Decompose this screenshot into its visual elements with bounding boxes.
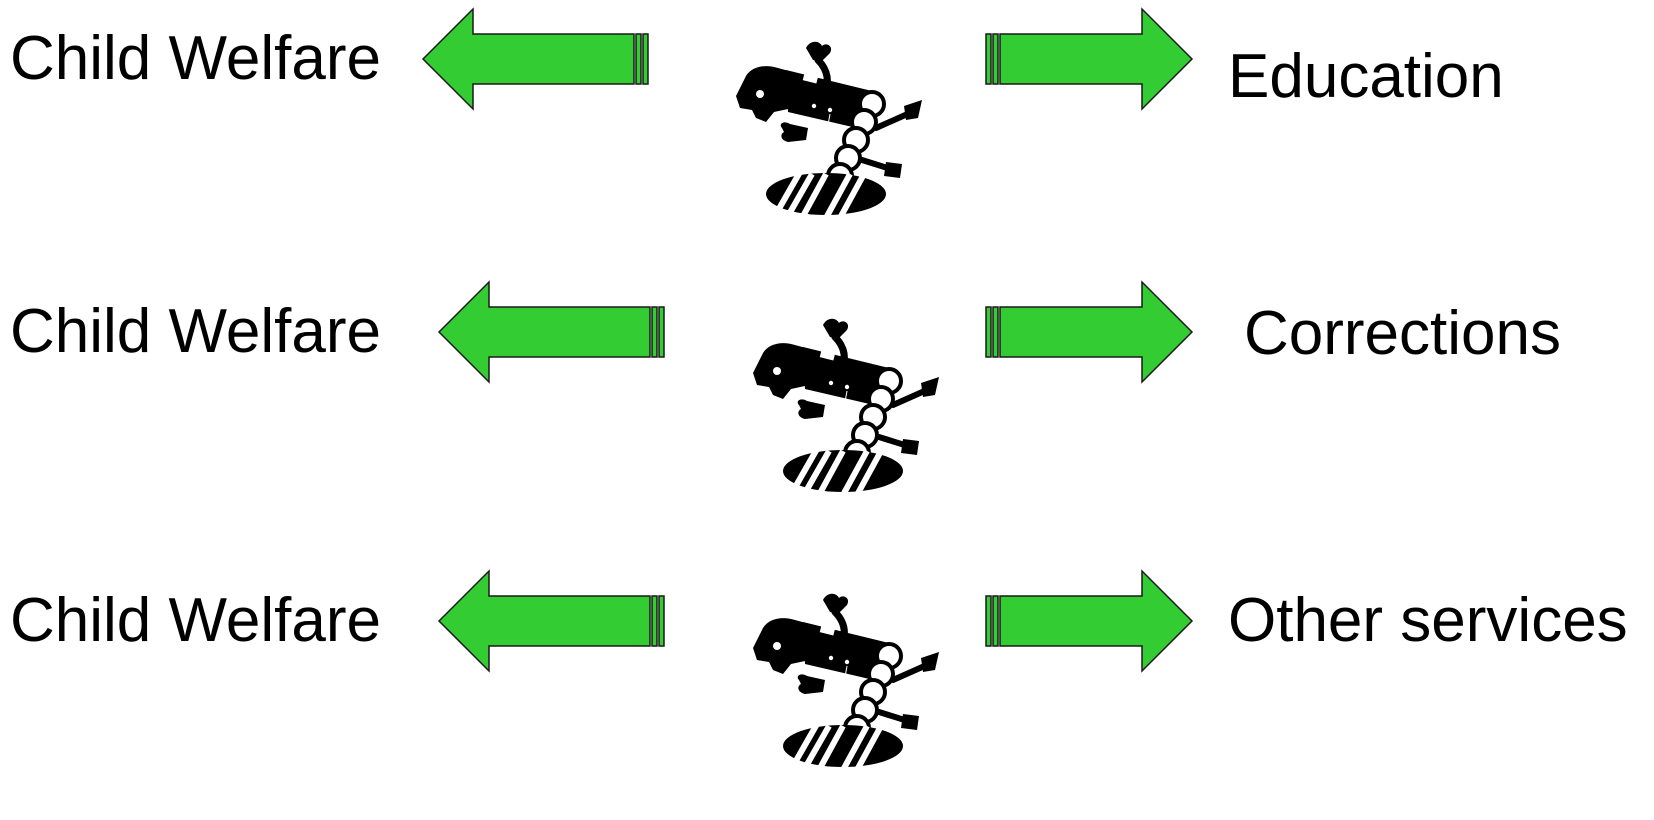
diagram-row-2: Child Welfare Corrections bbox=[0, 273, 1654, 533]
right-label-education: Education bbox=[1228, 42, 1504, 111]
jumping-person-icon bbox=[743, 588, 943, 773]
right-arrow-icon bbox=[985, 8, 1193, 110]
left-arrow-icon bbox=[438, 570, 665, 672]
jumping-person-icon bbox=[726, 36, 926, 221]
jumping-person-icon bbox=[743, 313, 943, 498]
diagram-row-1: Child Welfare Education bbox=[0, 0, 1654, 260]
left-label-child-welfare: Child Welfare bbox=[10, 24, 382, 93]
left-arrow-icon bbox=[422, 8, 649, 110]
left-label-child-welfare: Child Welfare bbox=[10, 586, 382, 655]
right-arrow-icon bbox=[985, 281, 1193, 383]
diagram-row-3: Child Welfare Other services bbox=[0, 560, 1654, 820]
left-arrow-icon bbox=[438, 281, 665, 383]
right-label-corrections: Corrections bbox=[1244, 299, 1561, 368]
left-label-child-welfare: Child Welfare bbox=[10, 297, 382, 366]
right-label-other-services: Other services bbox=[1228, 586, 1628, 655]
right-arrow-icon bbox=[985, 570, 1193, 672]
